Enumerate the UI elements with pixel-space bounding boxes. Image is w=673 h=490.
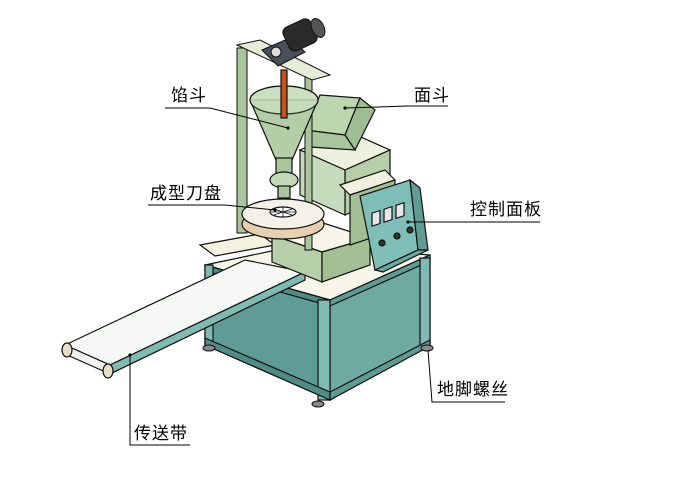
leader-lines bbox=[129, 105, 540, 446]
label-filling-hopper: 馅斗 bbox=[171, 86, 207, 106]
label-forming-cutter-disc: 成型刀盘 bbox=[150, 184, 222, 204]
control-panel-part bbox=[359, 178, 429, 273]
label-dough-hopper: 面斗 bbox=[414, 86, 450, 106]
leveling-feet-parts bbox=[202, 344, 434, 408]
label-leveling-feet: 地脚螺丝 bbox=[437, 380, 509, 400]
leader-dots bbox=[128, 106, 410, 357]
cutter-disc-part bbox=[241, 198, 325, 240]
label-conveyor-belt: 传送带 bbox=[134, 424, 188, 444]
motor bbox=[261, 18, 326, 67]
base-cabinet bbox=[204, 244, 431, 402]
filling-hopper-part bbox=[249, 69, 319, 199]
label-control-panel: 控制面板 bbox=[470, 200, 542, 220]
conveyor bbox=[61, 233, 307, 379]
